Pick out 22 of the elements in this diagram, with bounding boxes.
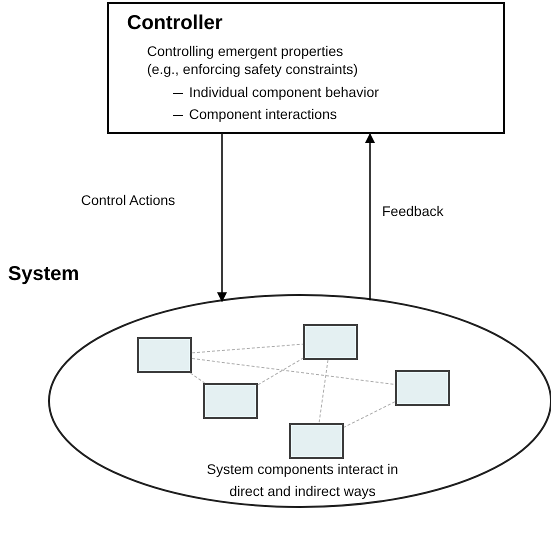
edge-label: Control Actions: [80, 192, 176, 208]
controller-box: [107, 2, 505, 134]
arrow: [365, 133, 375, 300]
bullet-item: Component interactions: [173, 106, 337, 122]
component-box: [395, 370, 450, 406]
component-box: [289, 423, 344, 459]
connector-line: [192, 344, 304, 354]
node-text: System components interact in direct and indirect ways: [206, 460, 400, 501]
node-heading: Controller: [127, 12, 223, 35]
node-heading: System: [8, 263, 80, 286]
connector-line: [344, 401, 396, 428]
node-text: Controlling emergent properties (e.g., enforcing safety constraints): [147, 42, 359, 78]
edge-label: Feedback: [381, 203, 444, 219]
connector-line: [318, 360, 328, 424]
connector-line: [192, 358, 396, 385]
arrow: [217, 134, 227, 302]
bullet-item: Individual component behavior: [173, 84, 379, 100]
connector-line: [258, 358, 304, 386]
component-box: [303, 324, 358, 360]
component-box: [137, 337, 192, 373]
connector-line: [190, 372, 206, 384]
component-box: [203, 383, 258, 419]
